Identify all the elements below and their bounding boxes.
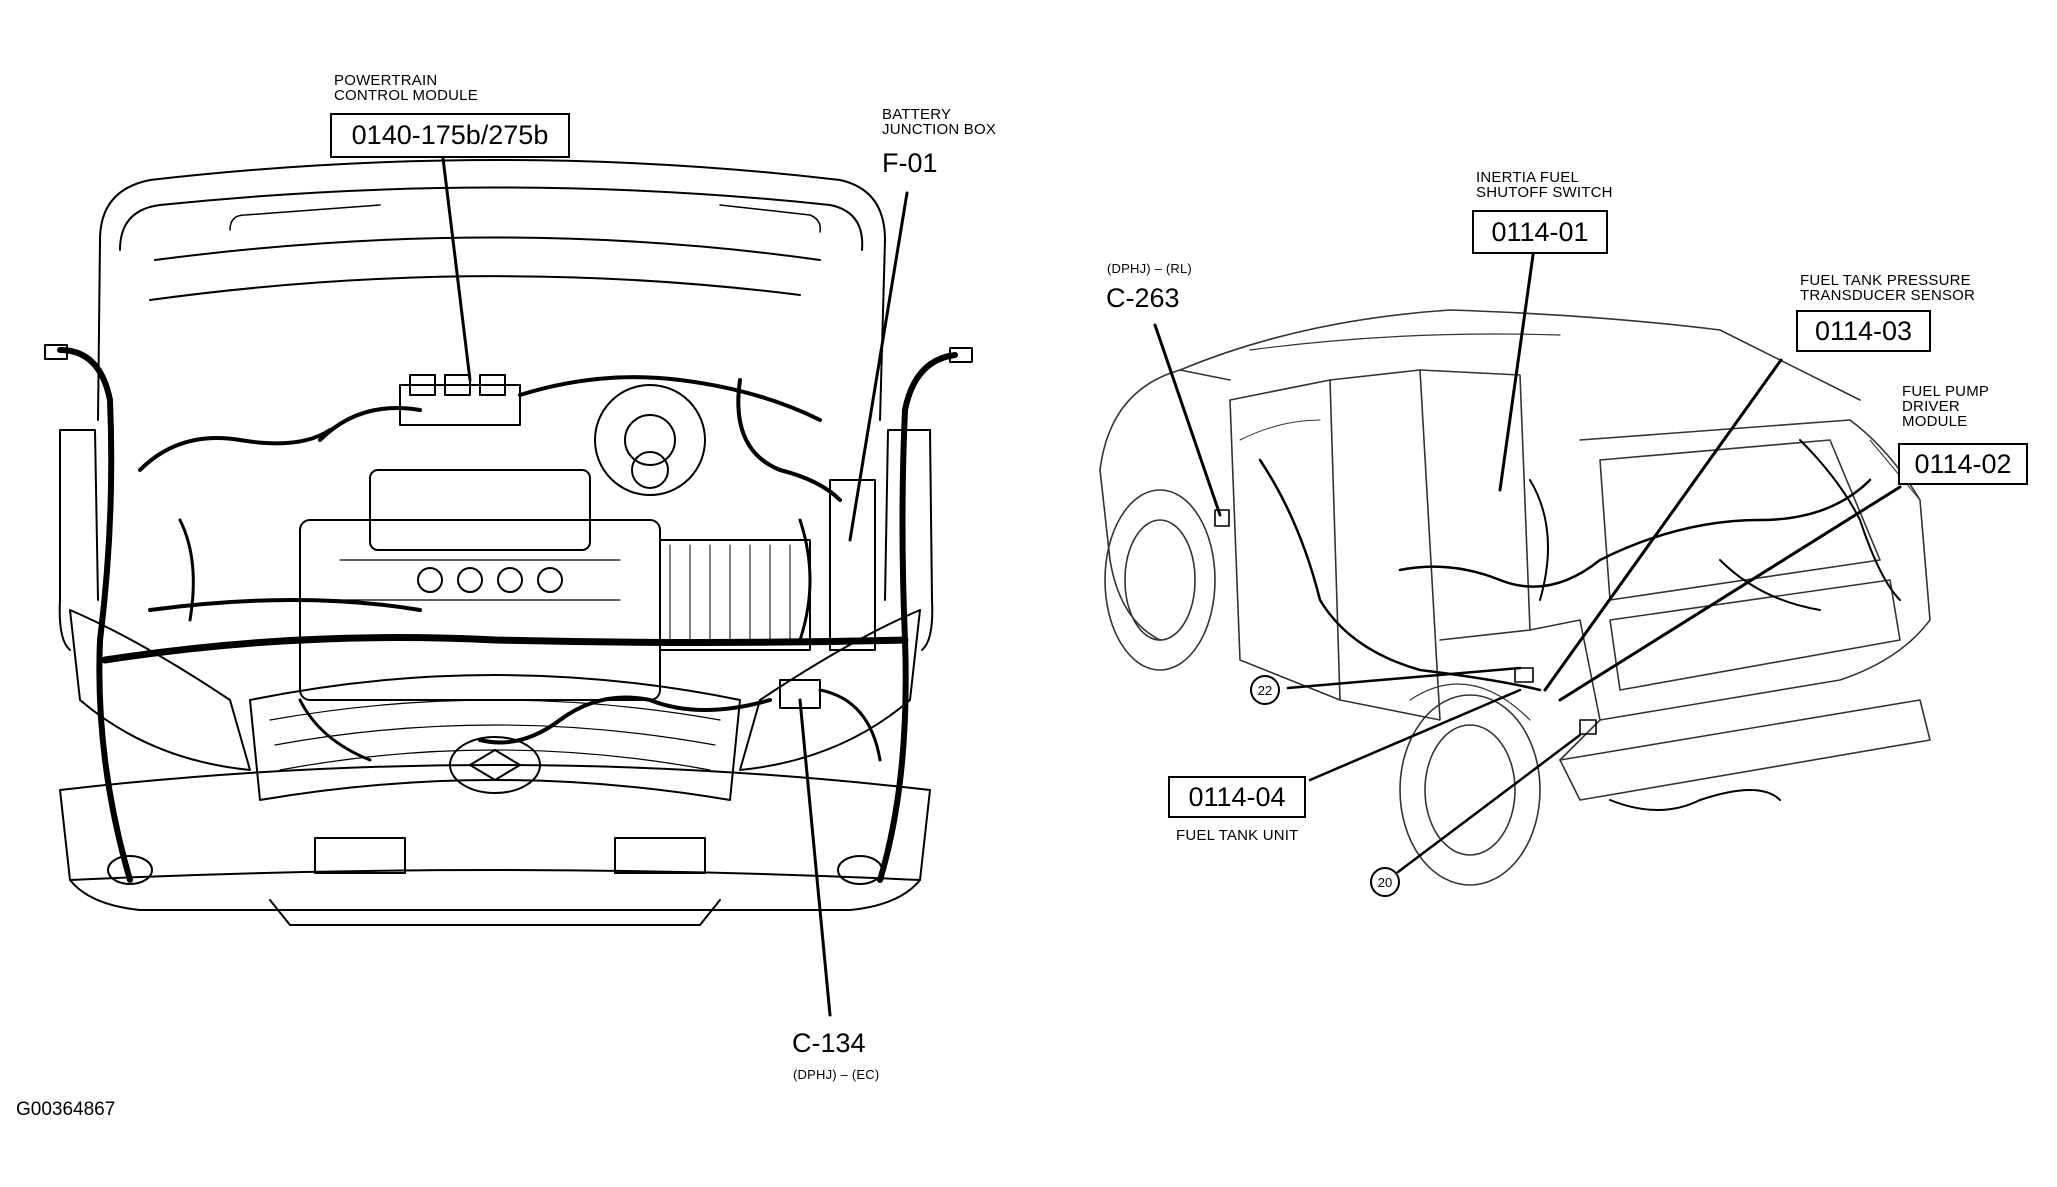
bjb-label-line1: BATTERY	[882, 106, 952, 123]
pcm-label: POWERTRAIN CONTROL MODULE	[334, 73, 478, 103]
inertia-label-line1: INERTIA FUEL	[1476, 169, 1579, 186]
inertia-code: 0114-01	[1491, 216, 1589, 247]
pump-code: 0114-02	[1914, 448, 2012, 479]
right-leader-lines	[1153, 253, 1902, 874]
c263-code: C-263	[1106, 283, 1180, 313]
pressure-code-box: 0114-03	[1796, 310, 1931, 352]
inertia-label: INERTIA FUEL SHUTOFF SWITCH	[1476, 170, 1613, 200]
pump-label-line1: FUEL PUMP	[1902, 383, 1990, 400]
callout-22-text: 22	[1257, 682, 1273, 698]
callout-20-text: 20	[1377, 874, 1393, 890]
pump-label-line3: MODULE	[1902, 413, 1968, 430]
pump-code-box: 0114-02	[1898, 443, 2028, 485]
pump-label-line2: DRIVER	[1902, 398, 1960, 415]
pcm-code: 0140-175b/275b	[351, 120, 549, 150]
pressure-code: 0114-03	[1814, 315, 1913, 346]
tank-label: FUEL TANK UNIT	[1176, 827, 1299, 844]
engine-compartment-drawing	[44, 159, 973, 926]
bjb-label: BATTERY JUNCTION BOX	[882, 107, 996, 137]
callout-20: 20	[1370, 867, 1400, 897]
pressure-label-line1: FUEL TANK PRESSURE	[1800, 272, 1971, 289]
pcm-code-box: 0140-175b/275b	[330, 113, 570, 158]
figure-id: G00364867	[16, 1099, 116, 1120]
pump-label: FUEL PUMP DRIVER MODULE	[1902, 384, 1989, 429]
c263-sub: (DPHJ) – (RL)	[1107, 261, 1192, 276]
left-leader-lines	[441, 156, 909, 1017]
inertia-label-line2: SHUTOFF SWITCH	[1476, 184, 1613, 201]
pressure-label-line2: TRANSDUCER SENSOR	[1800, 287, 1976, 304]
inertia-code-box: 0114-01	[1472, 210, 1608, 254]
c134-code: C-134	[792, 1028, 866, 1058]
tank-code-box: 0114-04	[1168, 776, 1306, 818]
pcm-label-line2: CONTROL MODULE	[334, 87, 478, 104]
vehicle-rear-drawing	[1099, 309, 1931, 886]
tank-code: 0114-04	[1188, 781, 1286, 812]
bjb-label-line2: JUNCTION BOX	[882, 121, 997, 138]
pcm-label-line1: POWERTRAIN	[334, 72, 438, 89]
pressure-label: FUEL TANK PRESSURE TRANSDUCER SENSOR	[1800, 273, 1975, 303]
c134-sub: (DPHJ) – (EC)	[793, 1067, 880, 1082]
callout-22: 22	[1250, 675, 1280, 705]
bjb-code: F-01	[882, 148, 938, 178]
